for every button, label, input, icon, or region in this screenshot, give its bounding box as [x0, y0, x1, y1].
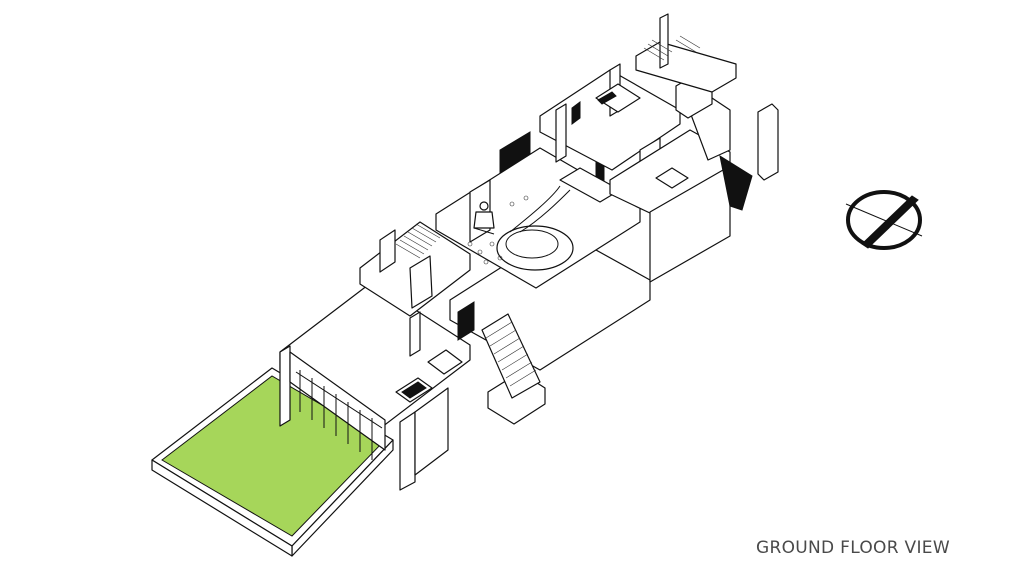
furniture-sofa [395, 349, 463, 403]
stair-treads [395, 223, 441, 259]
glazed-facade [295, 370, 383, 460]
freestanding-pillar [757, 103, 779, 181]
view-caption: GROUND FLOOR VIEW [756, 538, 950, 558]
courtyard-lounge [435, 147, 641, 289]
floor-pattern [467, 195, 529, 265]
round-pool [496, 225, 574, 271]
seated-figure [473, 201, 495, 235]
bed [595, 83, 641, 113]
living-room [279, 281, 471, 491]
main-stair [481, 313, 541, 399]
staircase-block [359, 221, 471, 317]
tower-treads [643, 35, 701, 61]
north-arrow-icon [845, 190, 923, 250]
stair-tower [635, 13, 737, 93]
